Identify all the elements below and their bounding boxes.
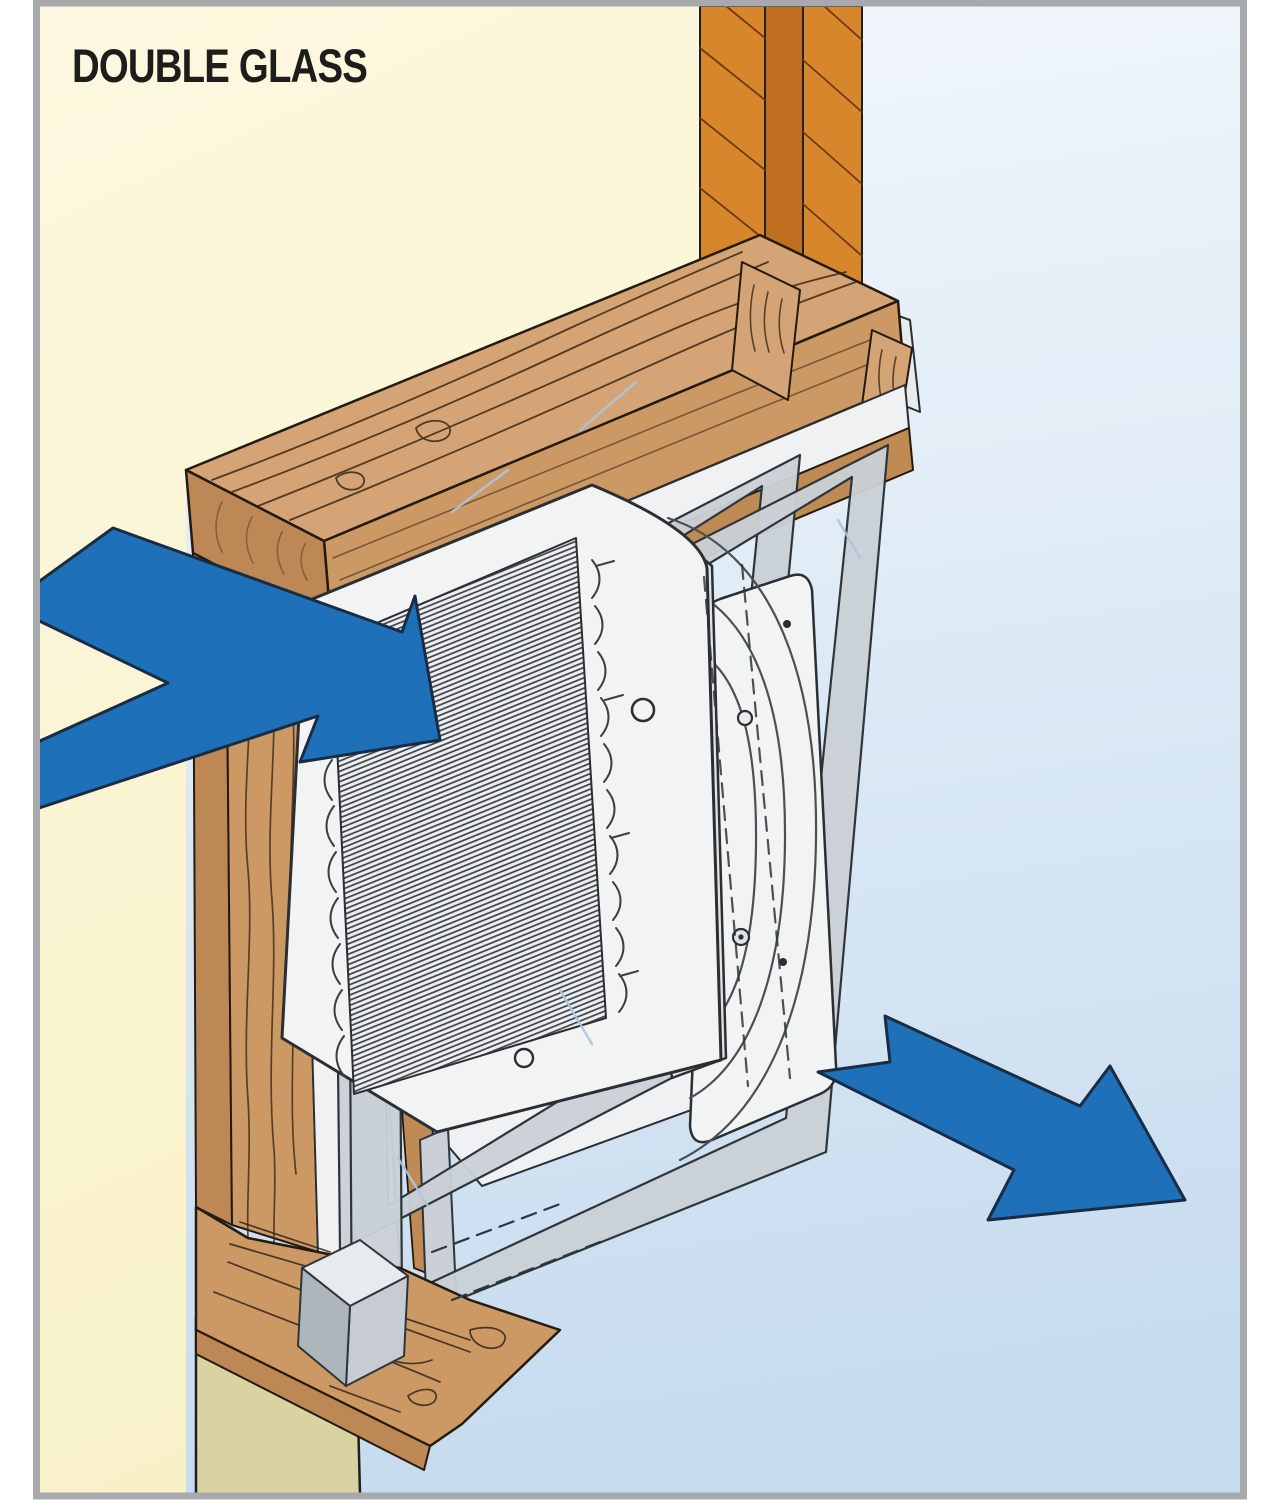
diagram-title: DOUBLE GLASS <box>72 39 367 92</box>
wood-grain <box>215 501 308 581</box>
screw-hole <box>513 1047 535 1069</box>
brick-hatch-lines <box>699 6 863 329</box>
grille-louver-ticks-right <box>591 559 639 1013</box>
pane-rail-end-block <box>297 1239 409 1387</box>
brick-column-left <box>699 6 766 265</box>
screw-slot <box>738 934 744 940</box>
screw-dot <box>783 620 791 628</box>
hidden-edge-dashed <box>430 1202 602 1302</box>
airflow-out-arrow <box>816 1014 1187 1222</box>
screw-hole <box>630 697 656 723</box>
fan-duct-arcs <box>666 516 818 1162</box>
screw-dot <box>779 958 787 966</box>
sill-nose <box>195 1329 431 1471</box>
hidden-edge-dashed <box>702 563 792 1088</box>
glass-shine <box>396 380 862 1208</box>
wood-grain <box>332 335 889 581</box>
airflow-in-arrow <box>40 526 442 810</box>
frame-border <box>33 0 1247 1500</box>
screw <box>736 709 754 727</box>
